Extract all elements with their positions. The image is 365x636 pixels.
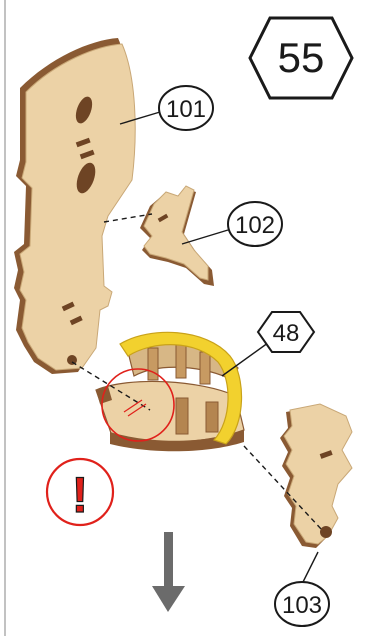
- callout-102: 102: [228, 202, 282, 246]
- leader-102: [182, 230, 228, 244]
- arrow-shaft: [164, 532, 173, 592]
- callout-103-label: 103: [282, 592, 322, 619]
- part-48-post-3: [200, 352, 210, 384]
- callout-101: 101: [159, 86, 213, 130]
- arrow-head: [152, 586, 185, 612]
- part-102-face: [144, 186, 208, 280]
- part-48-post-5: [206, 402, 218, 432]
- direction-arrow: [152, 532, 185, 612]
- part-48-post-1: [148, 348, 158, 380]
- part-101-wood-piece: [14, 38, 135, 374]
- callout-103: 103: [275, 582, 329, 626]
- part-48-wood-piece: [96, 332, 244, 451]
- part-48-post-4: [176, 398, 188, 434]
- warning-badge: !: [47, 459, 113, 525]
- part-103-wood-piece: [280, 404, 352, 548]
- callout-48: 48: [258, 312, 314, 352]
- callout-101-label: 101: [166, 96, 206, 123]
- part-102-wood-piece: [140, 186, 214, 286]
- step-badge: 55: [250, 18, 352, 98]
- part-48-post-2: [176, 344, 186, 378]
- part-103-face: [284, 404, 352, 544]
- warning-exclamation: !: [72, 467, 89, 523]
- callout-102-label: 102: [235, 212, 275, 239]
- step-number: 55: [278, 34, 325, 81]
- part-103-pin-hole: [320, 526, 332, 538]
- callout-48-label: 48: [273, 320, 300, 347]
- leader-103: [302, 552, 318, 584]
